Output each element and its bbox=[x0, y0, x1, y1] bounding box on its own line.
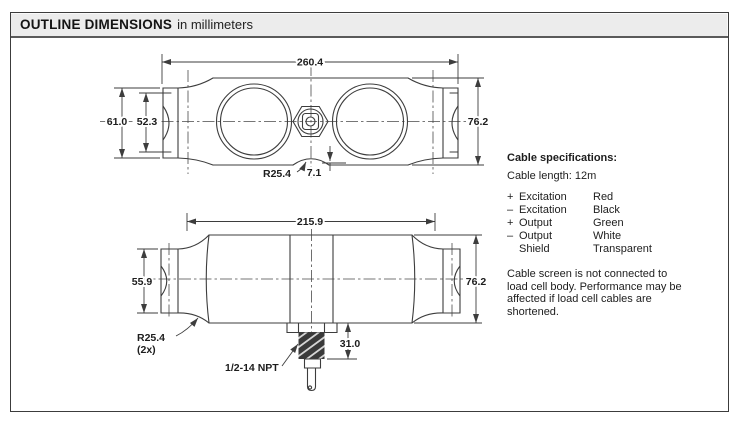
cable-end bbox=[307, 385, 313, 390]
section-subtitle: in millimeters bbox=[177, 17, 253, 32]
dim-top-length: 260.4 bbox=[297, 57, 323, 69]
top-view-bores bbox=[215, 83, 409, 160]
side-view-centerlines bbox=[138, 229, 472, 335]
wire-name: Output bbox=[519, 230, 553, 242]
dim-side-length: 215.9 bbox=[297, 216, 323, 228]
top-view-center-boss bbox=[292, 105, 329, 138]
side-view-dimensions: 215.9 55.9 76.2 R25.4 (2x) 31.0 1/2-14 N… bbox=[130, 213, 488, 376]
top-view: 260.4 61.0 52.3 76.2 R25.4 7.1 bbox=[100, 54, 490, 182]
dim-top-body-height: 76.2 bbox=[468, 116, 489, 128]
section-title: OUTLINE DIMENSIONS bbox=[20, 17, 173, 32]
wire-color: Red bbox=[593, 191, 614, 203]
cable-specs-title: Cable specifications: bbox=[507, 152, 618, 164]
dim-side-end-height: 55.9 bbox=[132, 276, 153, 288]
wire-row: – Output White bbox=[507, 230, 707, 243]
wire-sign: – bbox=[507, 204, 514, 216]
dim-side-radius: R25.4 bbox=[137, 332, 165, 344]
wire-color: Green bbox=[593, 217, 624, 229]
wire-color: Black bbox=[593, 204, 620, 216]
wire-row: + Output Green bbox=[507, 217, 707, 230]
top-view-dimensions: 260.4 61.0 52.3 76.2 R25.4 7.1 bbox=[105, 54, 490, 182]
dim-top-boss-offset: 7.1 bbox=[307, 167, 322, 179]
wire-row: – Excitation Black bbox=[507, 204, 707, 217]
wire-sign: – bbox=[507, 230, 514, 242]
dim-side-fitting-length: 31.0 bbox=[340, 338, 361, 350]
wire-name: Shield bbox=[519, 243, 550, 255]
wire-name: Excitation bbox=[519, 191, 567, 203]
wire-sign: + bbox=[507, 217, 514, 229]
wire-name: Excitation bbox=[519, 204, 567, 216]
wire-row: Shield Transparent bbox=[507, 243, 707, 256]
cable-length: Cable length: 12m bbox=[507, 170, 597, 182]
section-header-bar: OUTLINE DIMENSIONS in millimeters bbox=[11, 13, 728, 38]
wire-color: White bbox=[593, 230, 622, 242]
cable-specifications: Cable specifications: Cable length: 12m … bbox=[507, 152, 707, 318]
dim-side-thread-label: 1/2-14 NPT bbox=[225, 362, 279, 374]
top-view-body-outline bbox=[162, 77, 459, 166]
cable-note: Cable screen is not connected to load ce… bbox=[507, 268, 682, 318]
wire-sign bbox=[507, 243, 519, 256]
wire-row: + Excitation Red bbox=[507, 191, 707, 204]
wire-name: Output bbox=[519, 217, 553, 229]
side-view-body-outline bbox=[160, 234, 461, 324]
side-view-npt-fitting bbox=[286, 322, 338, 392]
dim-top-end-height-inner: 52.3 bbox=[137, 116, 158, 128]
dim-top-end-height-outer: 61.0 bbox=[107, 116, 128, 128]
dim-side-radius-qty: (2x) bbox=[137, 344, 156, 356]
dim-top-radius: R25.4 bbox=[263, 168, 291, 180]
wire-sign: + bbox=[507, 191, 514, 203]
side-view: 215.9 55.9 76.2 R25.4 (2x) 31.0 1/2-14 N… bbox=[130, 213, 488, 392]
wire-color: Transparent bbox=[593, 243, 652, 255]
dim-side-body-height: 76.2 bbox=[466, 276, 487, 288]
document-page: OUTLINE DIMENSIONS in millimeters bbox=[10, 12, 729, 412]
